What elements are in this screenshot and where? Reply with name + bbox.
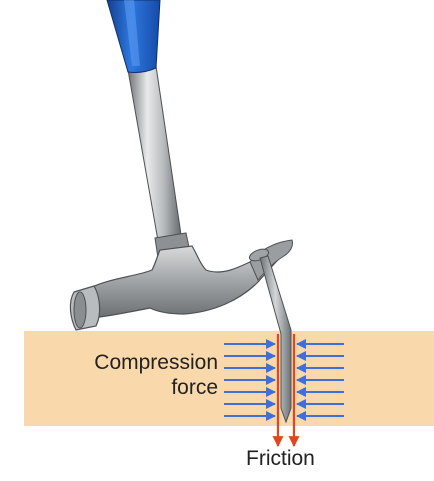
wood-board	[24, 331, 434, 426]
friction-label: Friction	[246, 447, 315, 471]
hammer	[70, 0, 292, 330]
compression-force-label-line1: Compression	[94, 351, 218, 375]
hammer-shaft	[128, 66, 183, 252]
compression-force-label-line2: force	[171, 376, 218, 400]
hammer-face-rim	[74, 292, 86, 328]
